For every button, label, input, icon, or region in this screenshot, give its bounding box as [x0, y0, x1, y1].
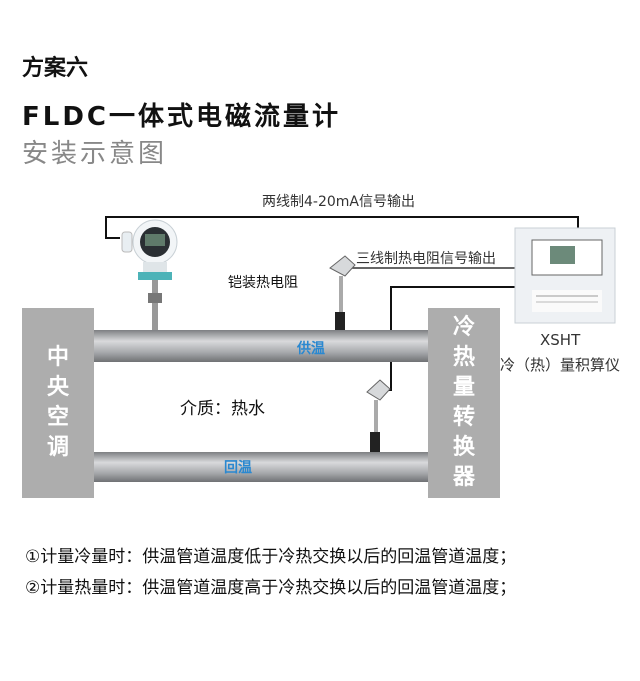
three-wire-label: 三线制热电阻信号输出	[356, 251, 496, 267]
supply-label: 供温	[297, 341, 325, 357]
calculator-cabinet-icon	[514, 227, 616, 324]
return-pipe	[93, 452, 429, 482]
two-wire-label: 两线制4-20mA信号输出	[262, 194, 415, 210]
rtd-label: 铠装热电阻	[228, 275, 298, 291]
box-char: 央	[46, 375, 69, 400]
rtd-sensor-icon	[329, 255, 356, 332]
two-wire-line	[105, 216, 579, 239]
supply-pipe	[93, 330, 429, 362]
device-model: XSHT	[540, 331, 581, 349]
return-label: 回温	[224, 460, 252, 476]
box-char: 热	[452, 345, 475, 370]
box-char: 器	[452, 465, 475, 490]
box-char: 冷	[452, 315, 475, 340]
medium-label: 介质：热水	[180, 399, 265, 419]
rtd-sensor-return-icon	[366, 379, 391, 452]
note-cooling: ①计量冷量时：供温管道温度低于冷热交换以后的回温管道温度；	[25, 547, 517, 567]
diagram-subtitle: 安装示意图	[22, 139, 168, 169]
note-heating: ②计量热量时：供温管道温度高于冷热交换以后的回温管道温度；	[25, 578, 517, 598]
box-char: 调	[46, 435, 69, 460]
product-title: FLDC一体式电磁流量计	[22, 102, 341, 132]
box-char: 转	[452, 405, 475, 430]
box-char: 空	[46, 405, 69, 430]
box-char: 换	[452, 435, 475, 460]
flowmeter-icon	[121, 219, 178, 330]
box-char: 中	[46, 345, 69, 370]
device-name: 冷（热）量积算仪	[500, 356, 621, 374]
scheme-title: 方案六	[22, 56, 89, 81]
central-ac-box: 中 央 空 调	[22, 308, 94, 498]
converter-box: 冷 热 量 转 换 器	[428, 308, 500, 498]
box-char: 量	[452, 375, 475, 400]
